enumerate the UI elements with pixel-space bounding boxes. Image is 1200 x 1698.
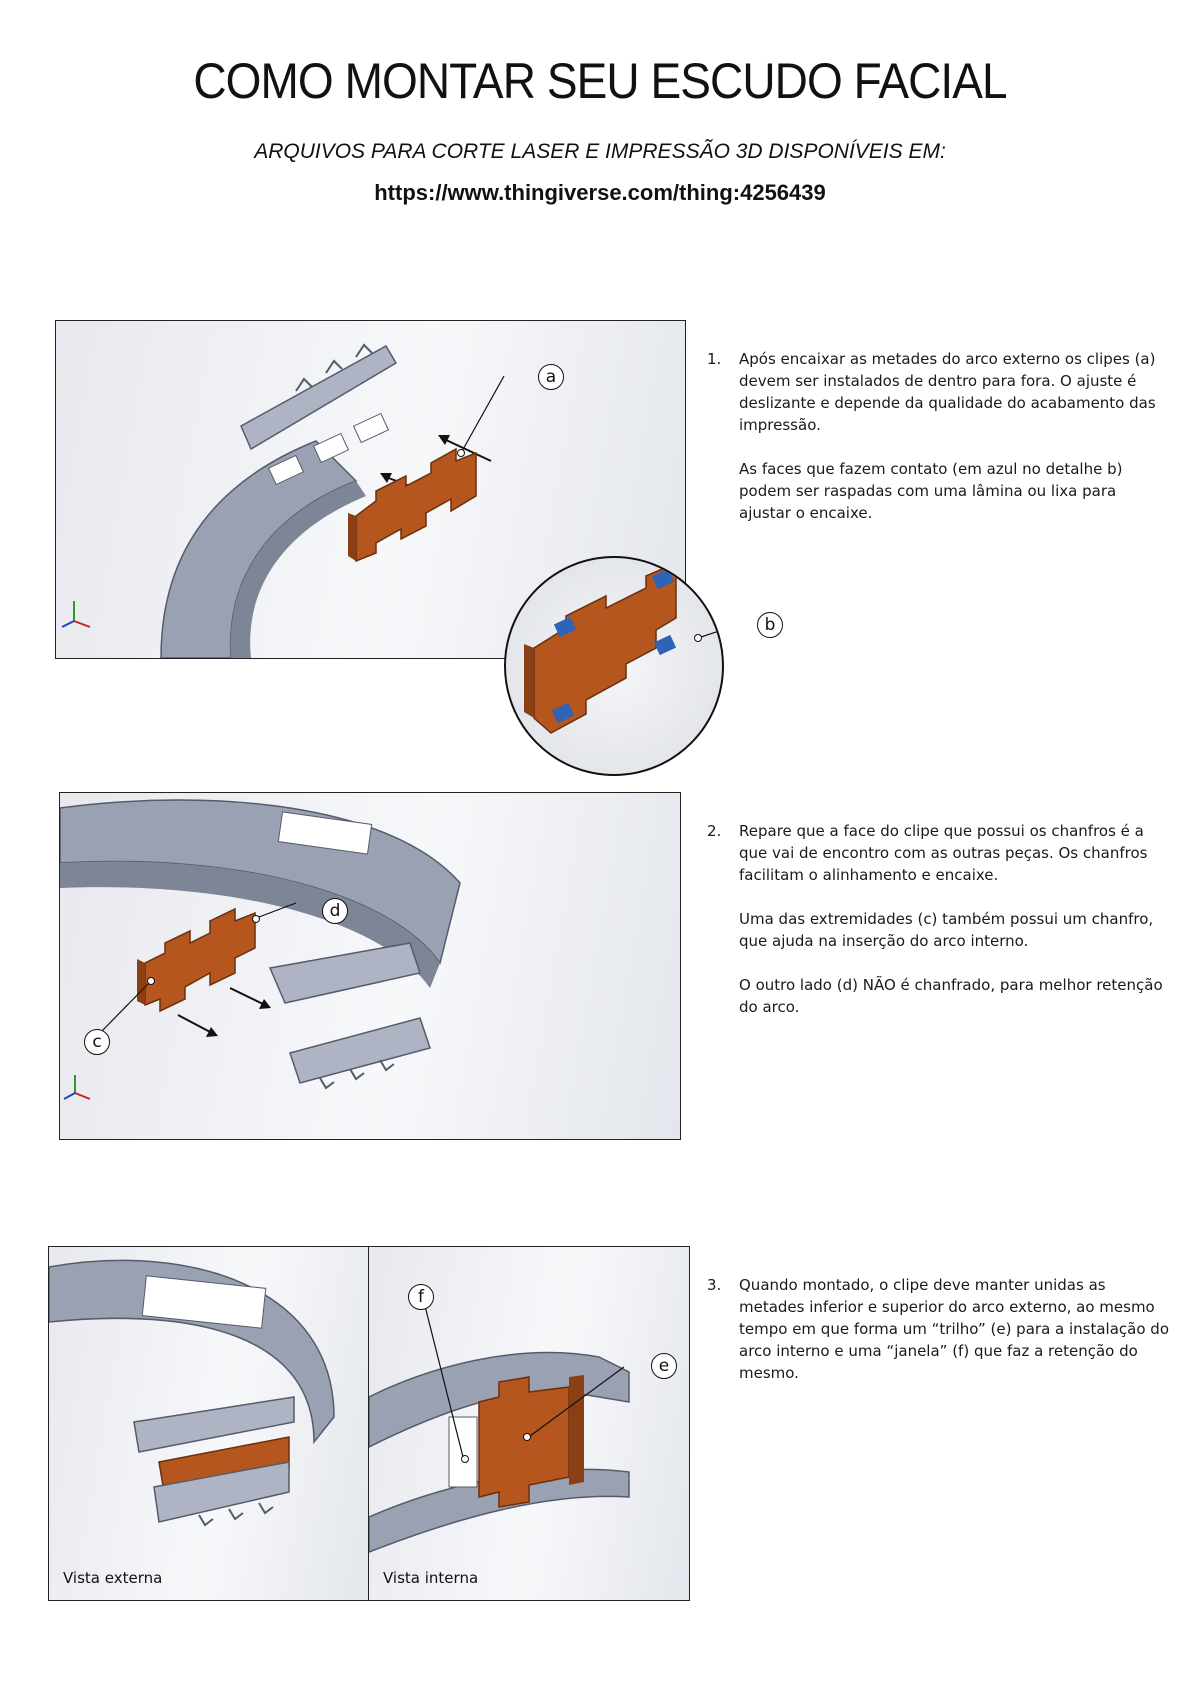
step-number: 1. [707,350,722,368]
page-subtitle: ARQUIVOS PARA CORTE LASER E IMPRESSÃO 3D… [254,140,946,163]
internal-view-illustration [369,1301,630,1553]
detail-b-illustration [524,561,722,734]
figure-1-panel [55,320,686,659]
source-url[interactable]: https://www.thingiverse.com/thing:425643… [374,180,826,205]
detail-b-circle [504,556,724,776]
figure-2-illustration [60,799,461,1100]
callout-b: b [757,612,783,638]
step-paragraph: Repare que a face do clipe que possui os… [739,822,1148,884]
caption-external-view: Vista externa [63,1569,163,1587]
step-paragraph: Quando montado, o clipe deve manter unid… [739,1276,1169,1382]
figure-1-illustration [61,343,505,658]
step-number: 3. [707,1276,722,1294]
external-view-illustration [49,1259,335,1527]
page-title: COMO MONTAR SEU ESCUDO FACIAL [193,53,1007,109]
callout-a: a [538,364,564,390]
step-paragraph: Após encaixar as metades do arco externo… [739,350,1156,434]
callout-d: d [322,898,348,924]
step-paragraph: O outro lado (d) NÃO é chanfrado, para m… [739,976,1163,1016]
figure-2-panel [59,792,681,1140]
figure-3-external-panel: Vista externa [48,1246,370,1601]
callout-e: e [651,1353,677,1379]
caption-internal-view: Vista interna [383,1569,479,1587]
callout-c: c [84,1029,110,1055]
step-paragraph: Uma das extremidades (c) também possui u… [739,910,1154,950]
step-number: 2. [707,822,722,840]
callout-f: f [408,1284,434,1310]
step-paragraph: As faces que fazem contato (em azul no d… [739,460,1123,522]
